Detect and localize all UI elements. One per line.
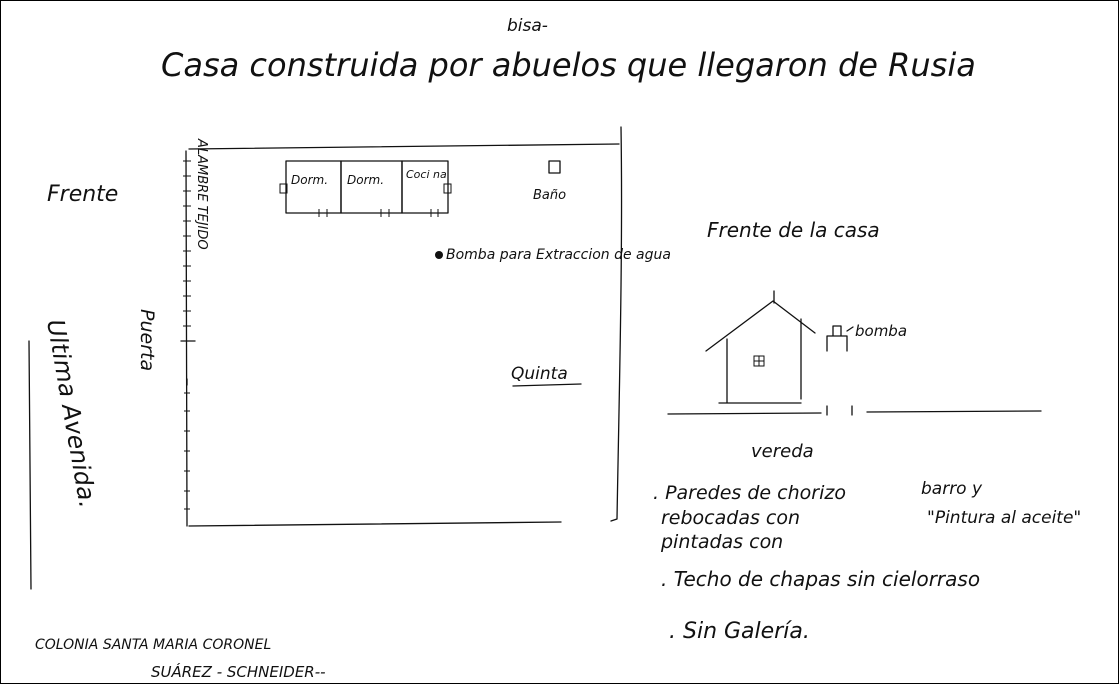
avenue-line <box>28 340 32 590</box>
pump-icon <box>826 325 854 352</box>
room-2-label: Dorm. <box>347 173 384 187</box>
footer-line-1: COLONIA SANTA MARIA CORONEL <box>35 637 271 653</box>
footer-line-2: SUÁREZ - SCHNEIDER-- <box>151 662 326 681</box>
frente-label: Frente <box>47 182 118 207</box>
page-title: Casa construida por abuelos que llegaron… <box>161 46 976 84</box>
vereda-label: vereda <box>751 441 814 462</box>
avenue-label: Ultima Avenida. <box>41 317 102 510</box>
quinta-underline <box>512 383 582 387</box>
note-walls: . Paredes de chorizo <box>653 482 846 504</box>
room-3-label: Coci na <box>406 168 447 181</box>
fence-label: ALAMBRE TEJIDO <box>194 138 209 250</box>
elevation-pump-label: bomba <box>855 322 907 340</box>
puerta-label: Puerta <box>136 309 158 371</box>
bathroom-label: Baño <box>533 188 566 203</box>
house-elevation <box>667 290 1042 416</box>
title-insert: bisa- <box>507 16 548 36</box>
elevation-heading: Frente de la casa <box>707 218 880 242</box>
property-boundary <box>185 126 623 527</box>
note-oil-paint: "Pintura al aceite" <box>927 508 1081 528</box>
pump-dot <box>435 251 443 259</box>
notes: . Paredes de chorizo barro y rebocadas c… <box>653 479 1081 644</box>
bathroom-icon <box>548 160 561 174</box>
pump-label: Bomba para Extraccion de agua <box>446 247 671 263</box>
room-1-label: Dorm. <box>291 173 328 187</box>
house-rooms <box>279 160 452 217</box>
note-roof: . Techo de chapas sin cielorraso <box>661 567 980 591</box>
note-mud: barro y <box>921 479 983 499</box>
fence-ticks <box>183 160 191 510</box>
note-painted: pintadas con <box>660 531 783 553</box>
note-plastered: rebocadas con <box>661 507 800 529</box>
quinta-label: Quinta <box>511 364 568 384</box>
note-gallery: . Sin Galería. <box>669 619 810 644</box>
